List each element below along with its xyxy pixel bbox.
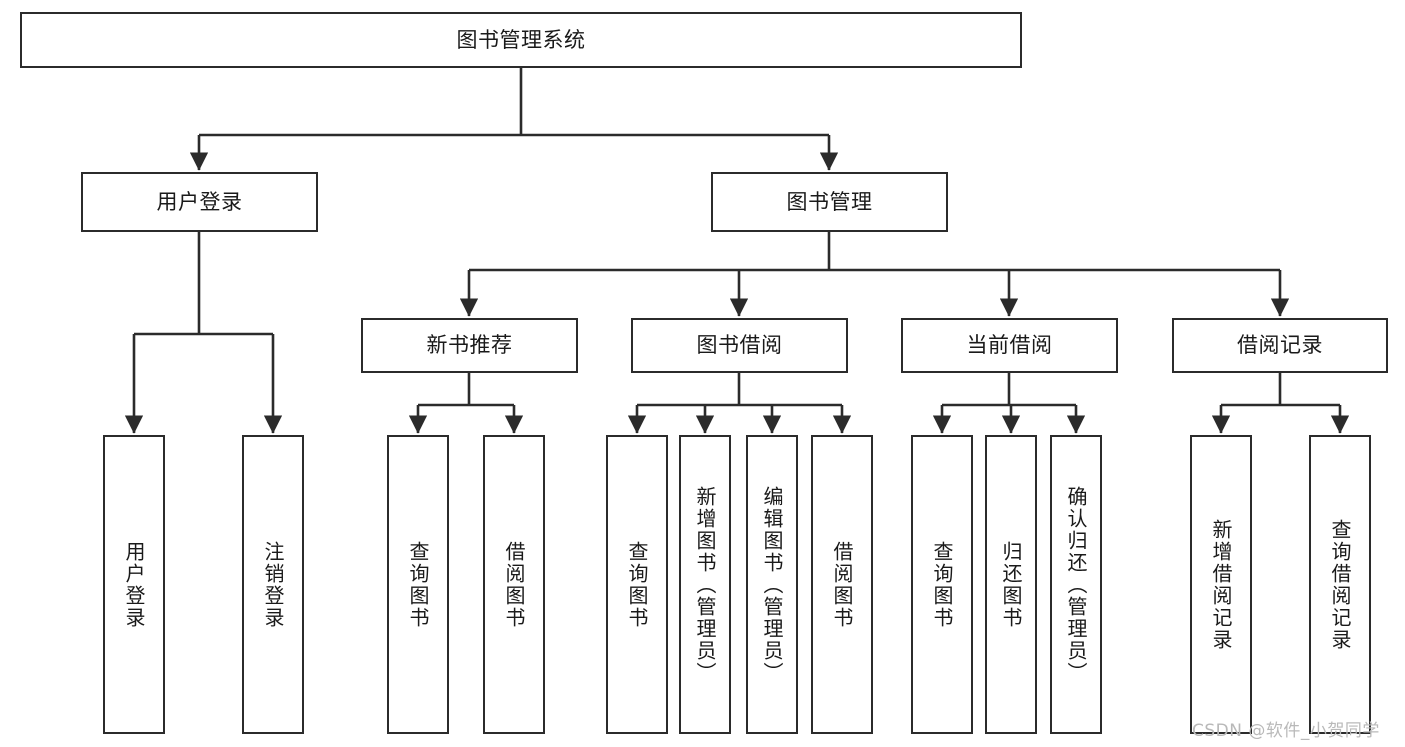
- csdn-watermark: CSDN @软件_小贺同学: [1192, 721, 1380, 741]
- node-borrow-record[interactable]: 借阅记录: [1172, 318, 1388, 373]
- node-label: 确认归还（管理员）: [1064, 485, 1088, 684]
- node-leaf-edit-book[interactable]: 编辑图书（管理员）: [746, 435, 798, 734]
- node-label: 借阅图书: [830, 540, 854, 629]
- node-leaf-return-book[interactable]: 归还图书: [985, 435, 1037, 734]
- node-label: 图书管理: [786, 189, 873, 214]
- node-book-management-system[interactable]: 图书管理系统: [20, 12, 1022, 68]
- node-label: 用户登录: [156, 189, 243, 214]
- node-leaf-add-book[interactable]: 新增图书（管理员）: [679, 435, 731, 734]
- node-leaf-user-login[interactable]: 用户登录: [103, 435, 165, 734]
- node-leaf-query-book-1[interactable]: 查询图书: [387, 435, 449, 734]
- node-label: 归还图书: [999, 540, 1023, 629]
- node-label: 编辑图书（管理员）: [760, 485, 784, 684]
- node-label: 图书管理系统: [456, 27, 586, 52]
- node-label: 当前借阅: [966, 333, 1053, 358]
- node-label: 借阅图书: [502, 540, 526, 629]
- node-label: 查询图书: [930, 540, 954, 629]
- node-book-manage[interactable]: 图书管理: [711, 172, 948, 232]
- node-current-borrow[interactable]: 当前借阅: [901, 318, 1118, 373]
- node-label: 图书借阅: [696, 333, 783, 358]
- node-leaf-query-book-2[interactable]: 查询图书: [606, 435, 668, 734]
- node-label: 查询图书: [406, 540, 430, 629]
- node-leaf-query-book-3[interactable]: 查询图书: [911, 435, 973, 734]
- node-leaf-borrow-book-2[interactable]: 借阅图书: [811, 435, 873, 734]
- node-leaf-borrow-book-1[interactable]: 借阅图书: [483, 435, 545, 734]
- node-label: 用户登录: [122, 540, 146, 629]
- node-label: 新增借阅记录: [1209, 518, 1233, 651]
- node-leaf-query-borrow-record[interactable]: 查询借阅记录: [1309, 435, 1371, 734]
- node-leaf-add-borrow-record[interactable]: 新增借阅记录: [1190, 435, 1252, 734]
- node-leaf-confirm-return[interactable]: 确认归还（管理员）: [1050, 435, 1102, 734]
- node-label: 查询借阅记录: [1328, 518, 1352, 651]
- node-label: 借阅记录: [1237, 333, 1323, 358]
- node-label: 新增图书（管理员）: [693, 485, 717, 684]
- node-label: 注销登录: [261, 540, 285, 629]
- node-label: 新书推荐: [426, 333, 513, 358]
- node-leaf-logout[interactable]: 注销登录: [242, 435, 304, 734]
- node-new-book-recommend[interactable]: 新书推荐: [361, 318, 578, 373]
- node-user-login[interactable]: 用户登录: [81, 172, 318, 232]
- node-book-borrow[interactable]: 图书借阅: [631, 318, 848, 373]
- node-label: 查询图书: [625, 540, 649, 629]
